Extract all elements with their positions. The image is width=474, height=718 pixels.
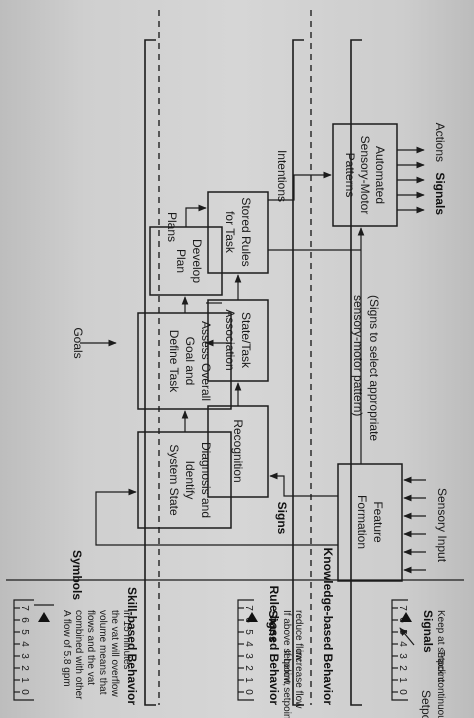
diagnosis-line-2: Identify: [183, 461, 197, 500]
plans-arrow: [185, 204, 207, 227]
note-line-1: (Signs to select appropriate: [367, 295, 381, 441]
skill-level-heading: Skill-based Behavior: [125, 587, 139, 705]
signs-text-b-2: increase flow: [293, 650, 304, 709]
signals-gauge-bracket: [391, 599, 408, 701]
signals-text-a-1: Keep at setpoint: [435, 610, 446, 682]
develop-line-1: Develop: [190, 239, 204, 283]
note-line-2: sensory-motor pattern): [351, 295, 365, 416]
symbols-tick-label-0: 0: [19, 689, 30, 695]
symbols-gauge: 7 6 5 4 3 2 1 0 A flow of 5.8 gpm combined with…: [13, 599, 132, 701]
signals-output-label: Signals: [433, 172, 447, 215]
knowledge-level-heading: Knowledge-based Behavior: [321, 548, 335, 706]
signs-arrow: [269, 472, 338, 497]
signs-tick-label-1: 1: [243, 677, 254, 683]
feature-line-1: Feature: [371, 501, 385, 543]
assess-line-1: Assess Overall: [199, 321, 213, 401]
signs-tick-label-3: 3: [243, 653, 254, 659]
automated-line-1: Automated: [373, 146, 387, 204]
setpoint-arrow: [399, 627, 415, 646]
symbols-text-4: volume means that: [97, 610, 108, 695]
diagnosis-line-1: Diagnosis and: [199, 442, 213, 518]
signals-tick-label-4: 4: [397, 641, 408, 647]
state-task-line-1: State/Task: [239, 312, 253, 369]
symbols-text-3: flows and the vat: [85, 610, 96, 685]
signs-text-b-1: If below setpoint,: [281, 650, 292, 718]
feature-line-2: Formation: [355, 495, 369, 549]
signals-tick-label-7: 7: [397, 605, 408, 611]
signs-tick-label-2: 2: [243, 665, 254, 671]
symbols-text-1: A flow of 5.8 gpm: [61, 610, 72, 687]
signs-text-a-1: If above setpoint,: [281, 610, 292, 686]
symbols-text-6: in 15 minutes: [121, 610, 132, 669]
setpoint-label: Setpoint: [419, 690, 433, 718]
signs-label: Signs: [275, 502, 289, 535]
signals-tick-label-0: 0: [397, 689, 408, 695]
signs-tick-label-5: 5: [243, 629, 254, 635]
automated-patterns-box: Automated Sensory-Motor Patterns: [332, 123, 398, 227]
develop-plan-box: Develop Plan: [149, 226, 223, 296]
signs-gauge-pointer: [246, 612, 258, 622]
develop-line-2: Plan: [174, 249, 188, 273]
assess-line-2: Goal and: [183, 337, 197, 386]
goals-label: Goals: [71, 327, 85, 358]
rule-level-heading: Rule-based Behavior: [267, 586, 281, 706]
diagnosis-line-3: System State: [167, 444, 181, 516]
symbols-arrow: [95, 488, 338, 546]
symbols-text-2: combined with other: [73, 610, 84, 700]
action-arrows: [397, 146, 425, 214]
sensory-input-arrows: [403, 476, 426, 574]
signs-text-a-2: reduce flow: [293, 610, 304, 662]
stored-rules-line-2: for Task: [223, 211, 237, 254]
signals-gauge-title: Signals: [421, 610, 435, 653]
symbols-tick-label-6: 6: [19, 617, 30, 623]
symbols-tick-label-2: 2: [19, 665, 30, 671]
symbols-tick-label-5: 5: [19, 629, 30, 635]
plans-label: Plans: [165, 212, 179, 242]
stored-rules-box: Stored Rules for Task: [207, 191, 269, 274]
intentions-label: Intentions: [275, 150, 289, 202]
recognition-line-1: Recognition: [231, 419, 245, 482]
automated-line-3: Patterns: [343, 153, 357, 198]
signals-tick-label-2: 2: [397, 665, 408, 671]
sensory-input-label: Sensory Input: [435, 488, 449, 563]
symbols-tick-label-7: 7: [19, 605, 30, 611]
recognition-box: Recognition: [207, 405, 269, 498]
symbols-label: Symbols: [70, 550, 84, 600]
symbols-gauge-bracket: [13, 599, 34, 701]
assess-line-3: Define Task: [167, 330, 181, 393]
actions-label: Actions: [433, 123, 447, 162]
symbols-tick-label-4: 4: [19, 641, 30, 647]
symbols-gauge-pointer: [38, 612, 50, 622]
signs-tick-label-4: 4: [243, 641, 254, 647]
signals-tick-label-1: 1: [397, 677, 408, 683]
feature-formation-box: Feature Formation: [337, 463, 403, 582]
diagnosis-box: Diagnosis and Identify System State: [137, 431, 232, 529]
signals-tick-label-3: 3: [397, 653, 408, 659]
signs-tick-label-0: 0: [243, 689, 254, 695]
signals-gauge-pointer: [400, 612, 412, 622]
signals-text-b-1: Track continuously: [435, 650, 446, 718]
knowledge-level-bracket: [350, 39, 362, 706]
symbols-tick-label-3: 3: [19, 653, 30, 659]
symbols-text-5: the vat will overflow: [109, 610, 120, 697]
symbols-tick-label-1: 1: [19, 677, 30, 683]
signs-gauge-bracket: [237, 599, 254, 701]
signs-tick-label-7: 7: [243, 605, 254, 611]
state-task-line-2: Association: [223, 309, 237, 370]
stored-rules-line-1: Stored Rules: [239, 197, 253, 266]
skill-level-bracket: [144, 39, 156, 706]
rule-level-bracket: [292, 39, 304, 706]
automated-line-2: Sensory-Motor: [358, 136, 372, 215]
state-task-box: State/Task Association: [207, 299, 269, 382]
assess-box: Assess Overall Goal and Define Task: [137, 312, 232, 410]
intentions-arrow: [268, 171, 332, 201]
signs-gauge-title: Signs: [266, 610, 280, 643]
